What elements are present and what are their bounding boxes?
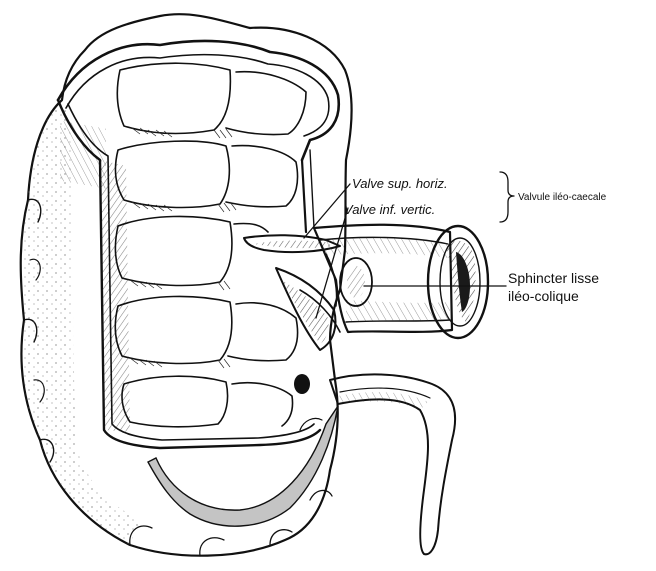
label-sphincter-line2: iléo-colique: [508, 288, 579, 304]
ileum-tube: [314, 225, 488, 338]
label-valvule: Valvule iléo-caecale: [518, 192, 607, 203]
label-valve-inf: Valve inf. vertic.: [344, 202, 435, 217]
colon-interior-haustra: [100, 63, 306, 432]
label-valve-sup: Valve sup. horiz.: [352, 176, 448, 191]
valvule-brace: [500, 172, 514, 222]
label-sphincter-line1: Sphincter lisse: [508, 270, 599, 286]
appendix-lumen-band: [148, 406, 338, 526]
